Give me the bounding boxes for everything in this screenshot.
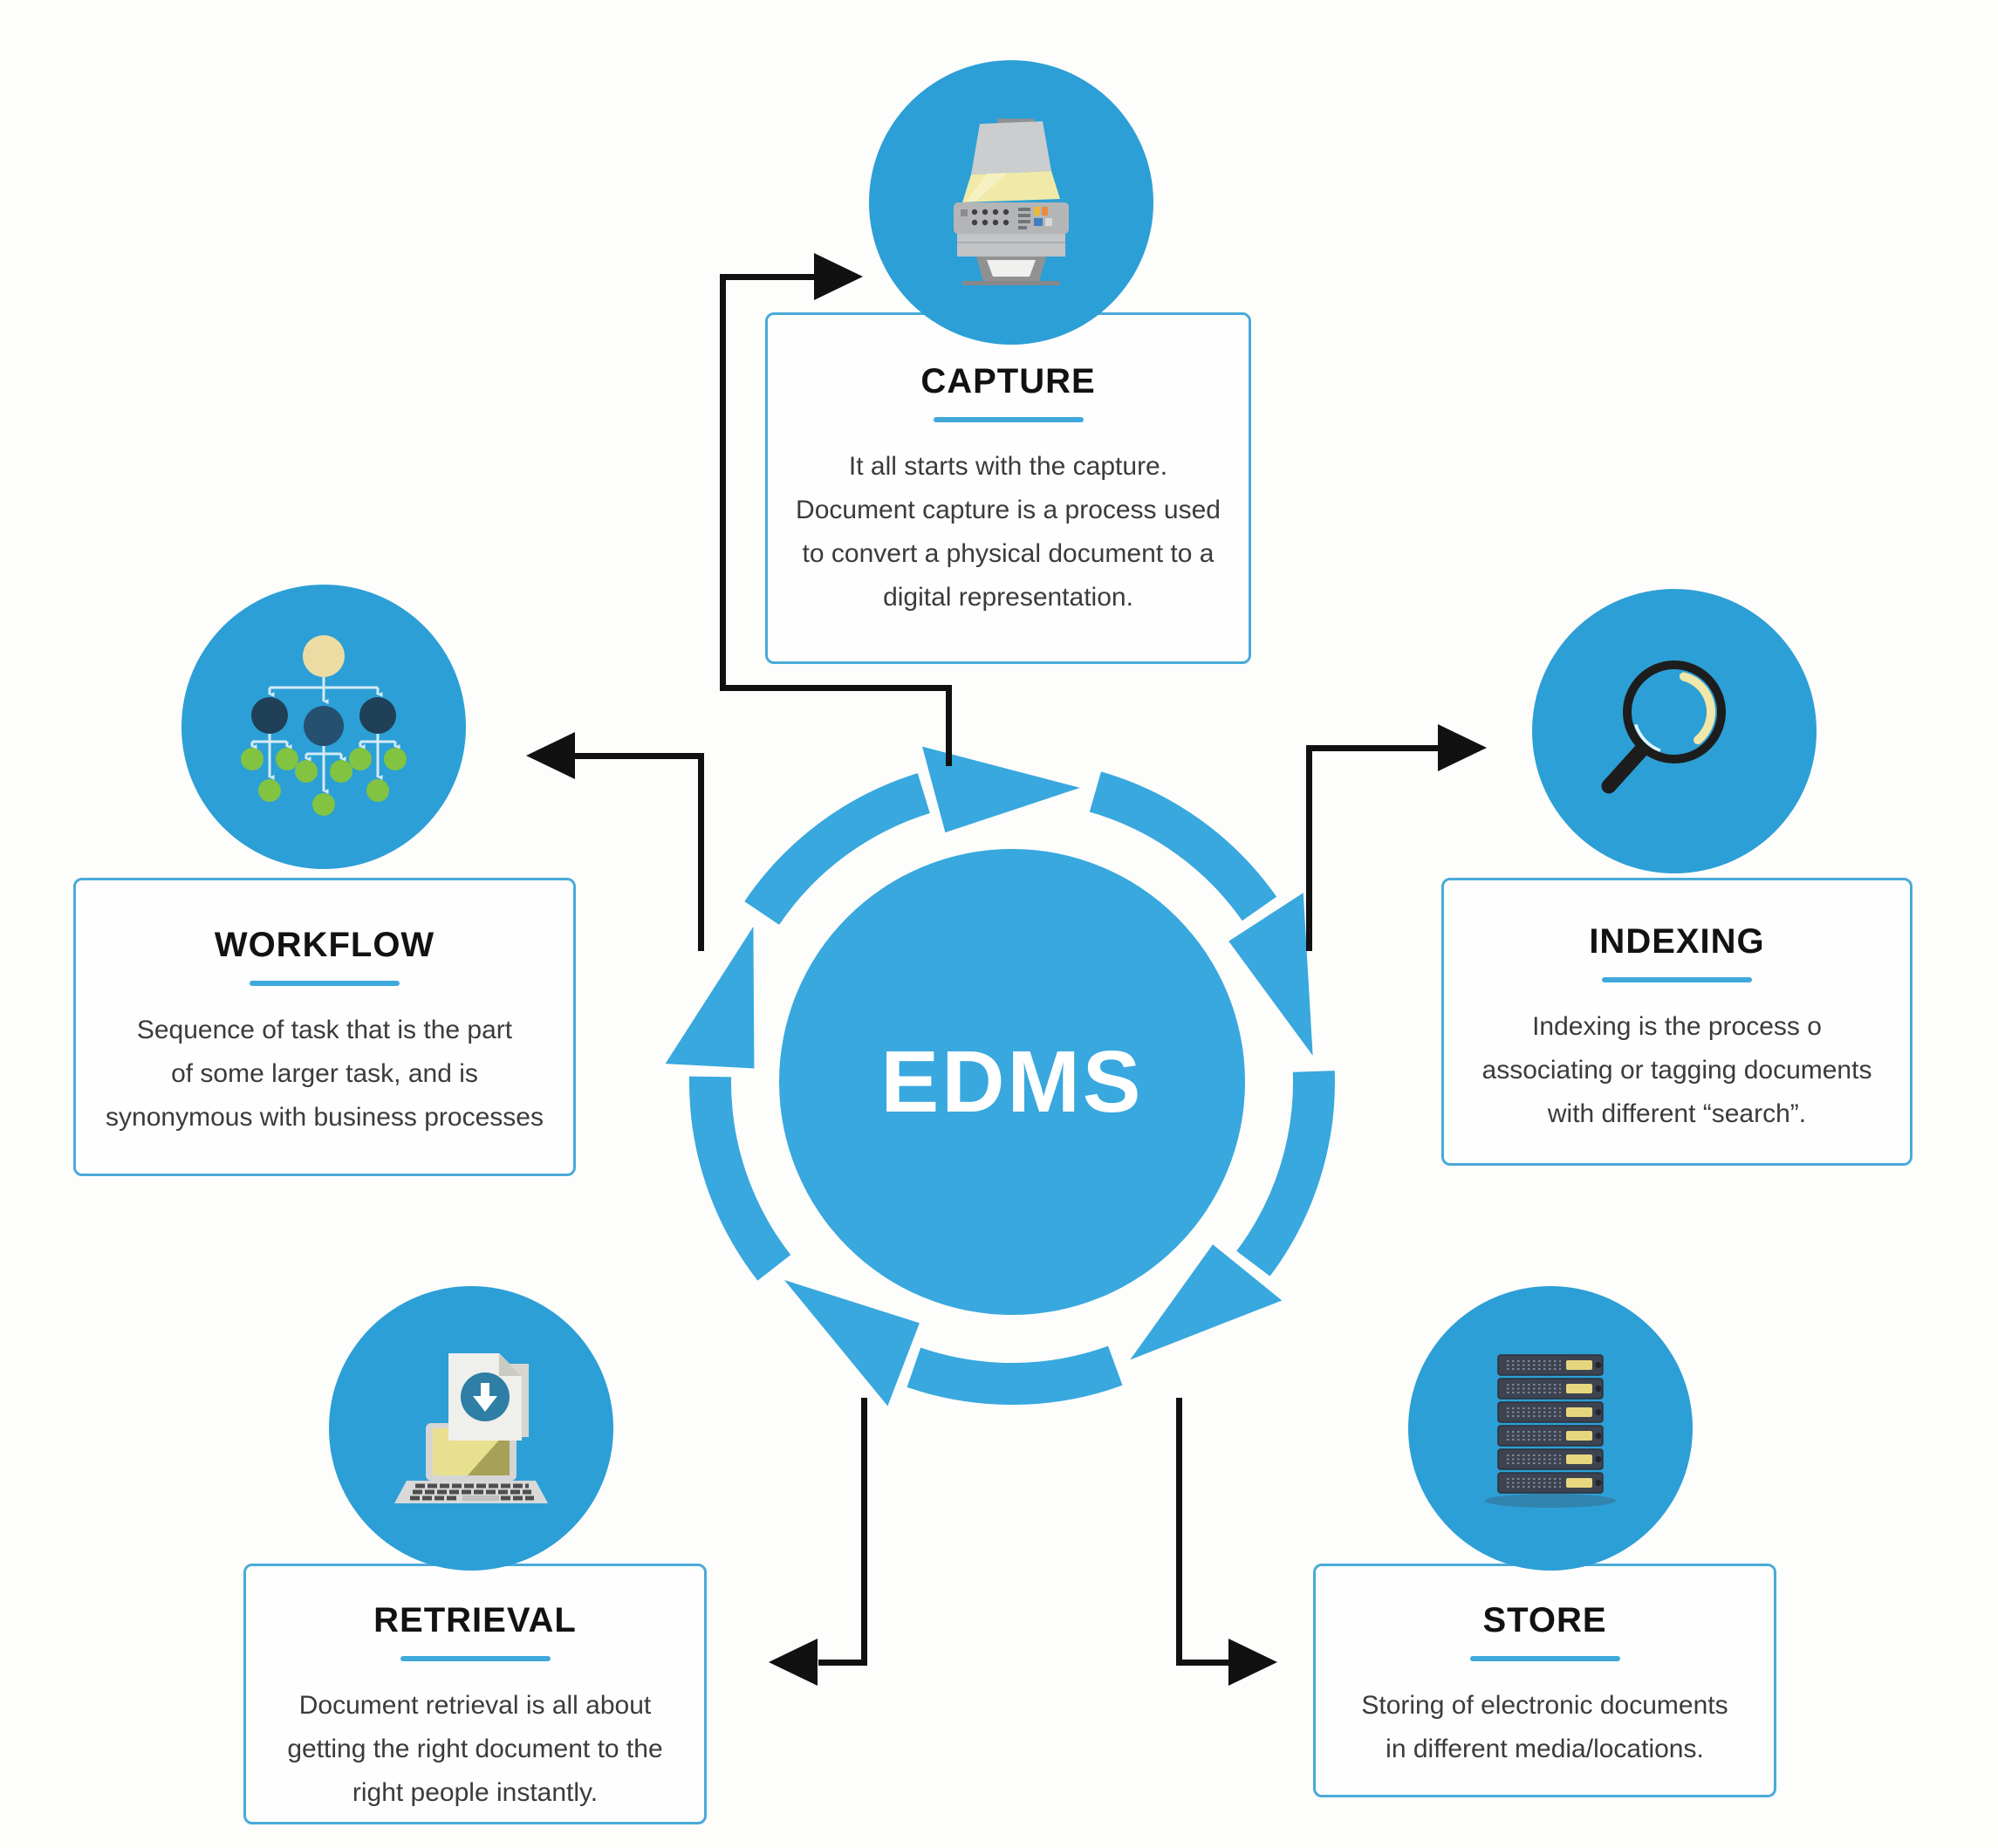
connector-indexing-arrowhead: [1438, 724, 1487, 771]
capture-text-line: It all starts with the capture.: [848, 452, 1168, 481]
connector-store-vline: [1176, 1398, 1182, 1666]
indexing-underline: [1602, 977, 1752, 982]
connector-retrieval-hline: [818, 1660, 867, 1666]
edms-label: EDMS: [880, 1032, 1144, 1131]
indexing-circle: [1532, 589, 1817, 873]
connector-workflow-arrowhead: [526, 732, 575, 779]
capture-text-line: Document capture is a process used: [796, 496, 1221, 524]
indexing-text-line: Indexing is the process o: [1532, 1012, 1822, 1041]
connector-indexing-hline: [1306, 745, 1439, 751]
store-text-line: Storing of electronic documents: [1361, 1691, 1728, 1720]
connector-retrieval-vline: [861, 1398, 867, 1666]
workflow-box: WORKFLOW Sequence of task that is the pa…: [73, 878, 576, 1176]
indexing-text-line: with different “search”.: [1547, 1099, 1807, 1128]
retrieval-underline: [400, 1656, 551, 1661]
workflow-title: WORKFLOW: [214, 926, 435, 964]
magnifying-glass-icon: [1601, 660, 1726, 794]
connector-indexing-vline: [1306, 745, 1312, 951]
server-rack-icon: [1485, 1354, 1616, 1508]
capture-circle: [869, 60, 1153, 345]
retrieval-box: RETRIEVAL Document retrieval is all abou…: [243, 1564, 707, 1824]
connector-workflow-hline: [575, 753, 704, 759]
indexing-box: INDEXING Indexing is the process o assoc…: [1441, 878, 1912, 1166]
workflow-text-line: of some larger task, and is: [171, 1059, 478, 1088]
indexing-text-line: associating or tagging documents: [1481, 1056, 1872, 1085]
capture-text-line: to convert a physical document to a: [802, 539, 1215, 568]
store-title: STORE: [1482, 1601, 1607, 1639]
indexing-title: INDEXING: [1589, 922, 1765, 961]
workflow-underline: [250, 981, 400, 986]
connector-store-hline: [1182, 1660, 1230, 1666]
workflow-circle: [181, 585, 466, 869]
store-box: STORE Storing of electronic documents in…: [1313, 1564, 1776, 1797]
retrieval-text-line: Document retrieval is all about: [298, 1691, 652, 1720]
workflow-text-line: Sequence of task that is the part: [136, 1016, 513, 1044]
store-underline: [1469, 1656, 1620, 1661]
printer-scanner-icon: [954, 119, 1069, 285]
connector-capture-arrowhead: [814, 253, 863, 300]
connector-capture-arrow-line: [720, 274, 816, 280]
capture-box: CAPTURE It all starts with the capture. …: [765, 312, 1251, 664]
retrieval-title: RETRIEVAL: [373, 1601, 577, 1639]
connector-retrieval-arrowhead: [769, 1639, 818, 1686]
laptop-download-icon: [394, 1353, 548, 1503]
hierarchy-tree-icon: [241, 635, 407, 816]
capture-underline: [933, 417, 1084, 422]
capture-title: CAPTURE: [920, 362, 1096, 400]
workflow-text-line: synonymous with business processes: [106, 1103, 544, 1132]
store-circle: [1408, 1286, 1693, 1571]
retrieval-text-line: right people instantly.: [352, 1778, 599, 1807]
retrieval-text-line: getting the right document to the: [287, 1735, 663, 1763]
capture-text-line: digital representation.: [883, 583, 1133, 612]
connector-capture-hline: [720, 685, 952, 691]
store-text-line: in different media/locations.: [1386, 1735, 1704, 1763]
connector-capture-vline: [720, 274, 726, 691]
connector-workflow-vline: [698, 753, 704, 951]
connector-capture-stub: [946, 685, 952, 766]
retrieval-circle: [329, 1286, 613, 1571]
connector-store-arrowhead: [1228, 1639, 1277, 1686]
edms-center-circle: EDMS: [779, 849, 1245, 1315]
